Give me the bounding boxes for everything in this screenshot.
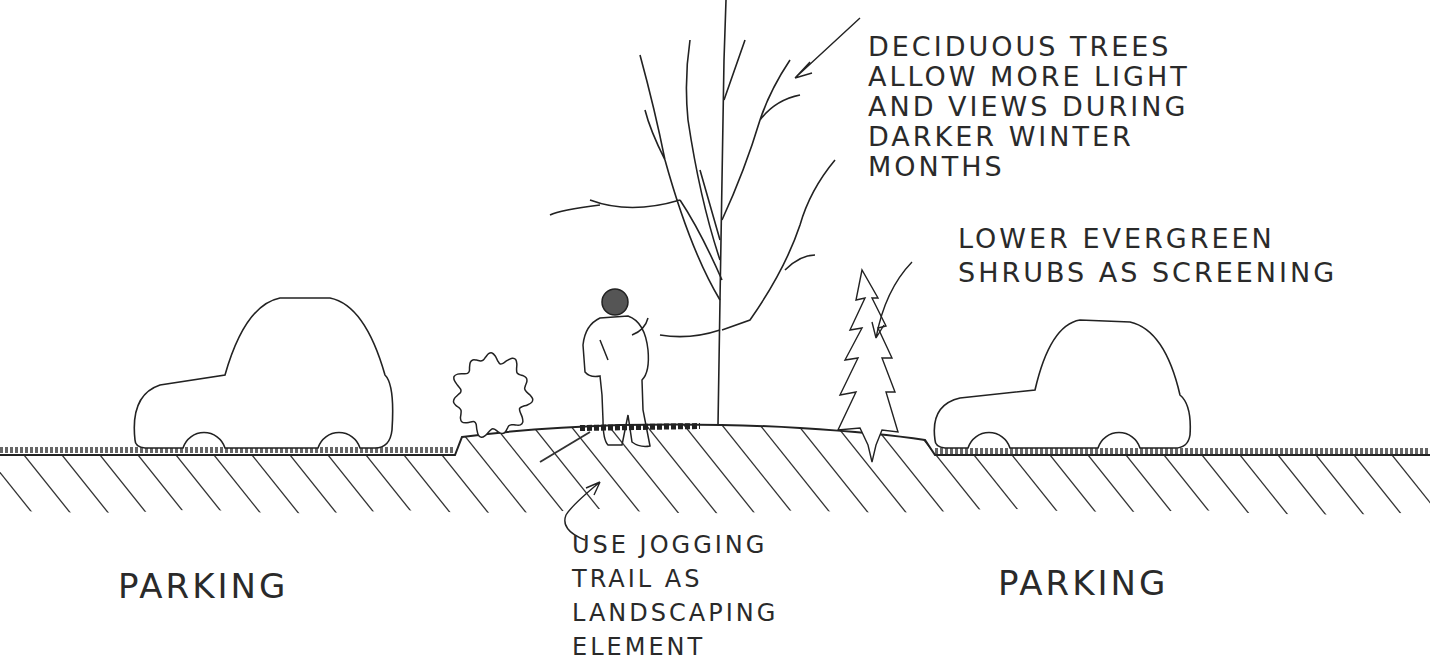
hatch-line [642, 420, 722, 520]
hatch-line [528, 420, 608, 520]
note-text: DECIDUOUS TREES ALLOW MORE LIGHT AND VIE… [868, 32, 1248, 182]
leader-arrow [872, 262, 912, 338]
hatch-line [604, 420, 684, 520]
evergreen-shrub [838, 270, 898, 462]
hatch-line [680, 420, 760, 520]
jogger-figure [583, 289, 650, 447]
hatch-line [1288, 420, 1368, 520]
hatch-line [1364, 420, 1430, 520]
hatch-line [566, 420, 646, 520]
area-label: PARKING [998, 563, 1258, 603]
tree-branches [550, 40, 835, 337]
car-outline [134, 298, 392, 448]
jogging-trail [580, 426, 700, 428]
leader-lines [565, 18, 912, 540]
hatch-line [718, 420, 798, 520]
hatch-line [452, 420, 532, 520]
hatch-line [34, 420, 114, 520]
hatch-line [0, 420, 38, 520]
note-text: LOWER EVERGREEN SHRUBS AS SCREENING [958, 222, 1398, 290]
hatch-line [756, 420, 836, 520]
hatch-line [1326, 420, 1406, 520]
trail-edge [540, 432, 590, 462]
round-shrub [454, 353, 533, 437]
hatch-line [1250, 420, 1330, 520]
hatch-line [794, 420, 874, 520]
deciduous-tree [550, 0, 835, 425]
pavement [0, 450, 1430, 451]
leader-arrow [795, 18, 860, 78]
jogger-body [583, 316, 650, 447]
hatch-line [0, 420, 76, 520]
hatch-line [1402, 420, 1430, 520]
hatch-line [490, 420, 570, 520]
hatch-line [1212, 420, 1292, 520]
note-text: USE JOGGING TRAIL AS LANDSCAPING ELEMENT [572, 528, 782, 664]
car-outline [934, 320, 1190, 448]
area-label: PARKING [118, 566, 378, 606]
jogger-head [602, 289, 628, 315]
